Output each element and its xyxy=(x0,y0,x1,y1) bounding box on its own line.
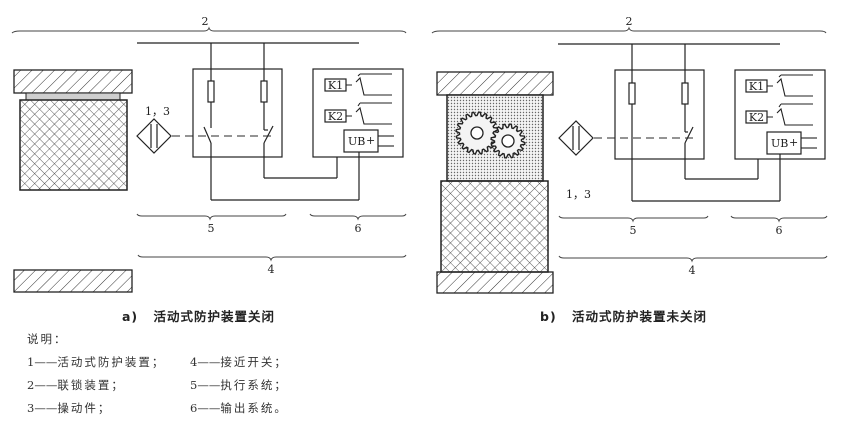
movable-guard xyxy=(19,99,128,191)
supply-sign: + xyxy=(789,136,798,149)
legend-text: 执行系统； xyxy=(220,378,288,392)
brace-2 xyxy=(11,26,407,34)
switch-2 xyxy=(684,126,694,144)
supply-label: UB xyxy=(771,137,788,150)
resistor-2 xyxy=(260,80,268,103)
legend-text: 输出系统。 xyxy=(220,401,288,415)
caption-a-prefix: a) xyxy=(122,309,139,324)
brace-2 xyxy=(431,26,827,34)
proximity-sensor-icon xyxy=(558,120,594,156)
gear-icon xyxy=(490,123,526,159)
execution-system-box xyxy=(614,69,705,160)
legend-item: 1——活动式防护装置； xyxy=(27,354,165,370)
legend-item: 4——接近开关； xyxy=(190,354,288,370)
legend-dash: —— xyxy=(34,355,58,369)
contact-k1 xyxy=(776,74,813,97)
legend-dash: —— xyxy=(197,355,221,369)
brace-4-label: 4 xyxy=(268,263,275,276)
power-supply-ub xyxy=(343,129,379,153)
resistor-2 xyxy=(681,82,689,105)
fixed-frame-top xyxy=(436,71,554,96)
brace-4 xyxy=(558,255,828,263)
brace-5-label: 5 xyxy=(208,222,215,235)
switch-1 xyxy=(203,126,212,144)
supply-label: UB xyxy=(348,135,365,148)
figure-b: 2 1，3 K1 K2 xyxy=(431,15,828,294)
gear-hub xyxy=(501,134,515,148)
legend-text: 活动式防护装置； xyxy=(57,355,166,369)
brace-4 xyxy=(137,254,407,262)
brace-4-label: 4 xyxy=(689,264,696,277)
caption-a: a) 活动式防护装置关闭 xyxy=(122,306,275,325)
legend-dash: —— xyxy=(34,378,58,392)
brace-5 xyxy=(136,213,287,221)
caption-a-text: 活动式防护装置关闭 xyxy=(153,309,276,324)
power-supply-ub xyxy=(766,131,802,155)
execution-system-box xyxy=(192,68,283,158)
legend-num: 6 xyxy=(190,401,198,415)
supply-sign: + xyxy=(366,134,375,147)
gear-hub xyxy=(470,126,484,140)
legend-num: 3 xyxy=(27,401,35,415)
brace-6 xyxy=(730,215,828,223)
caption-b-prefix: b) xyxy=(540,309,557,324)
fixed-frame-bottom xyxy=(436,271,554,294)
legend-text: 接近开关； xyxy=(220,355,288,369)
brace-6-label: 6 xyxy=(355,222,362,235)
brace-5-label: 5 xyxy=(630,224,637,237)
legend-text: 联锁装置； xyxy=(57,378,125,392)
caption-b-text: 活动式防护装置未关闭 xyxy=(572,309,708,324)
caption-b: b) 活动式防护装置未关闭 xyxy=(540,306,707,325)
legend-text: 操动件； xyxy=(57,401,112,415)
contact-k2 xyxy=(355,102,392,125)
legend-dash: —— xyxy=(197,401,221,415)
legend-num: 4 xyxy=(190,355,198,369)
switch-2 xyxy=(263,125,274,144)
relay-k1-label: K1 xyxy=(328,79,343,92)
contact-k1 xyxy=(355,73,392,96)
relay-k2-label: K2 xyxy=(749,111,764,124)
proximity-sensor-icon xyxy=(136,118,172,154)
legend-num: 1 xyxy=(27,355,35,369)
legend-item: 6——输出系统。 xyxy=(190,400,288,416)
brace-6-label: 6 xyxy=(776,224,783,237)
legend-item: 3——操动件； xyxy=(27,400,111,416)
legend-num: 5 xyxy=(190,378,198,392)
relay-k2-label: K2 xyxy=(328,110,343,123)
contact-k2 xyxy=(776,103,813,126)
seal-strip xyxy=(25,92,121,101)
brace-5 xyxy=(558,215,709,223)
sensor-label: 1，3 xyxy=(145,105,170,118)
relay-k1-label: K1 xyxy=(749,80,764,93)
movable-guard xyxy=(440,180,549,273)
sensor-label: 1，3 xyxy=(566,188,591,201)
legend-dash: —— xyxy=(34,401,58,415)
output-system-box xyxy=(312,68,404,158)
resistor-1 xyxy=(628,82,636,105)
legend-dash: —— xyxy=(197,378,221,392)
fixed-frame-bottom xyxy=(13,269,133,293)
figure-a: 2 1，3 xyxy=(11,15,407,293)
fixed-frame-top xyxy=(13,69,133,94)
legend-title: 说明： xyxy=(27,332,68,346)
gear-icon xyxy=(455,111,499,155)
brace-2-label: 2 xyxy=(626,15,633,28)
brace-6 xyxy=(309,213,407,221)
legend-item: 5——执行系统； xyxy=(190,377,288,393)
legend-item: 2——联锁装置； xyxy=(27,377,125,393)
resistor-1 xyxy=(207,80,215,103)
brace-2-label: 2 xyxy=(202,15,209,28)
legend-num: 2 xyxy=(27,378,35,392)
